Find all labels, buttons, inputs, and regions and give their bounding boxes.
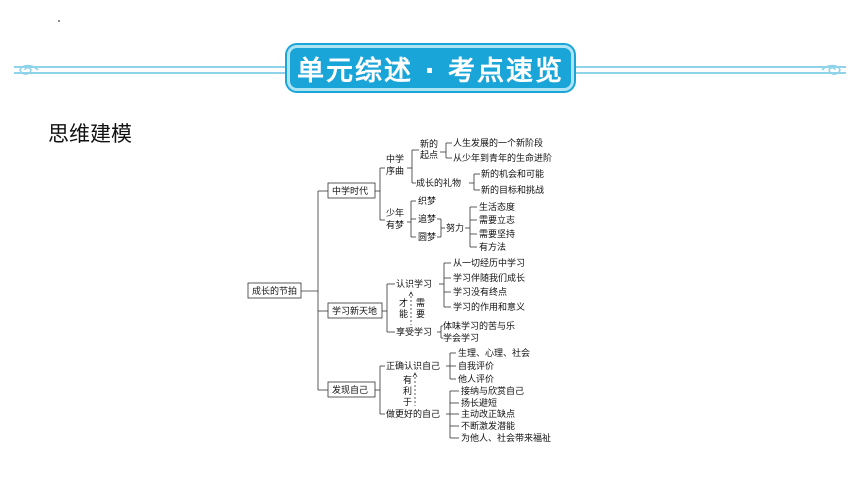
b3-s2-item-3: 主动改正缺点 [461,408,515,420]
branch-box-3 [327,381,376,398]
b3-s1-item-3: 他人评价 [458,373,494,385]
b1-n2-item-2: 新的目标和挑战 [481,184,544,196]
b3-s1-item-1: 生理、心理、社会 [458,347,530,359]
b3-s2-item-4: 不断激发潜能 [461,420,515,432]
b2-s1-item-4: 学习的作用和意义 [453,301,525,313]
b2-v2-char-2: 要 [416,309,425,320]
b1-dream-2: 追梦 [418,213,436,225]
b1-effort-item-2: 需要立志 [479,214,515,226]
b3-v-char-1: 有 [403,374,412,386]
b2-s2-label: 享受学习 [396,326,432,338]
b1-n1-label-1: 新的 [420,138,438,150]
branch-box-1 [327,182,376,199]
b2-s1-item-3: 学习没有终点 [453,286,507,298]
b2-v1-char-1: 才 [399,297,408,309]
left-ornament-icon [19,64,39,75]
b1-effort-item-3: 需要坚持 [479,228,515,240]
b3-s2-item-1: 接纳与欣赏自己 [461,385,524,397]
branch-box-2 [327,302,383,319]
b1-s1-label-2: 序曲 [386,165,404,177]
b3-v-char-2: 利 [403,385,412,397]
b1-dream-1: 织梦 [418,195,436,207]
title-banner: 单元综述 · 考点速览 [287,45,574,91]
right-ornament-icon [821,64,841,75]
b3-s1-item-2: 自我评价 [458,360,494,372]
b1-effort-item-4: 有方法 [479,241,506,253]
b2-s1-item-1: 从一切经历中学习 [453,257,525,269]
b1-n2-label: 成长的礼物 [416,177,461,189]
section-subtitle: 思维建模 [48,122,132,146]
b3-s1-label: 正确认识自己 [386,360,440,372]
b1-n1-item-2: 从少年到青年的生命进阶 [453,152,552,164]
b1-n1-item-1: 人生发展的一个新阶段 [453,137,543,149]
b2-s2-item-2: 学会学习 [443,332,479,344]
b1-s2-label-2: 有梦 [386,219,404,231]
b2-v2-char-1: 需 [416,298,425,309]
page-title: 单元综述 · 考点速览 [296,55,565,87]
branch-label-2: 学习新天地 [332,305,377,317]
root-box [247,282,302,299]
b1-n1-label-2: 起点 [420,150,438,161]
b3-v-char-3: 于 [403,397,412,408]
branch-label-3: 发现自己 [332,384,368,396]
b2-s2-item-1: 体味学习的苦与乐 [443,320,515,332]
b2-s1-label: 认识学习 [396,278,432,290]
b1-effort-item-1: 生活态度 [479,201,515,213]
b1-effort-label: 努力 [446,222,464,234]
b2-s1-item-2: 学习伴随我们成长 [453,272,525,284]
dot-mark [58,20,60,22]
branch-label-1: 中学时代 [332,185,368,197]
root-label: 成长的节拍 [252,285,297,297]
b1-n2-item-1: 新的机会和可能 [481,168,544,180]
b1-dream-3: 圆梦 [418,232,436,243]
b1-s1-label-1: 中学 [386,153,404,165]
b3-s2-label: 做更好的自己 [386,408,440,420]
b3-s2-item-5: 为他人、社会带来福祉 [461,432,551,444]
b2-v1-char-2: 能 [399,308,408,320]
b3-s2-item-2: 扬长避短 [461,397,497,409]
b1-s2-label-1: 少年 [386,207,404,219]
